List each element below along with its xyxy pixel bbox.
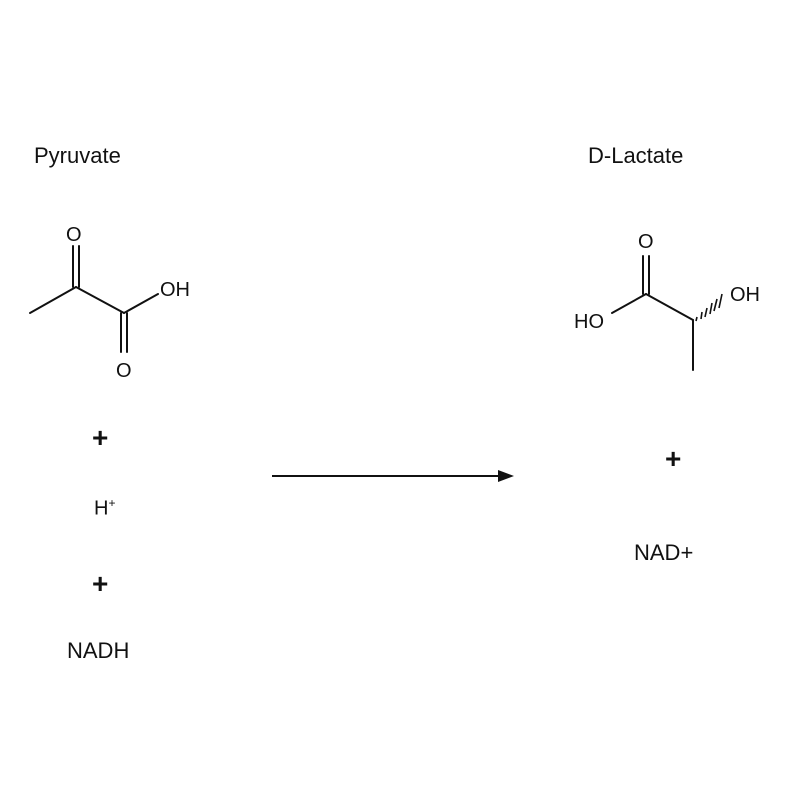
hashed-wedge-bond xyxy=(695,293,723,322)
reactant-name: Pyruvate xyxy=(34,143,121,168)
product-cofactor: NAD+ xyxy=(634,540,694,565)
lactate-atom-oh: OH xyxy=(730,284,760,306)
plus-sign-1: + xyxy=(92,422,109,453)
lactate-atom-ho: HO xyxy=(574,311,604,333)
proton-symbol: H xyxy=(94,497,109,520)
proton: H+ xyxy=(94,497,115,519)
bond-c-oh xyxy=(123,293,159,314)
pyruvate-atom-bottom-o: O xyxy=(116,360,132,382)
pyruvate-atom-oh: OH xyxy=(160,279,190,301)
reactant-cofactor: NADH xyxy=(67,638,130,663)
plus-sign-2: + xyxy=(92,568,109,599)
bond-lac-ho-c xyxy=(611,293,647,314)
bond-c-c xyxy=(75,286,125,314)
proton-charge: + xyxy=(108,496,116,510)
plus-sign-3: + xyxy=(665,443,682,474)
bond-ch3-c xyxy=(29,286,77,314)
bond-lac-c-c xyxy=(645,293,694,321)
product-name: D-Lactate xyxy=(588,143,684,168)
lactate-atom-top-o: O xyxy=(638,231,654,253)
pyruvate-atom-top-o: O xyxy=(66,224,82,246)
